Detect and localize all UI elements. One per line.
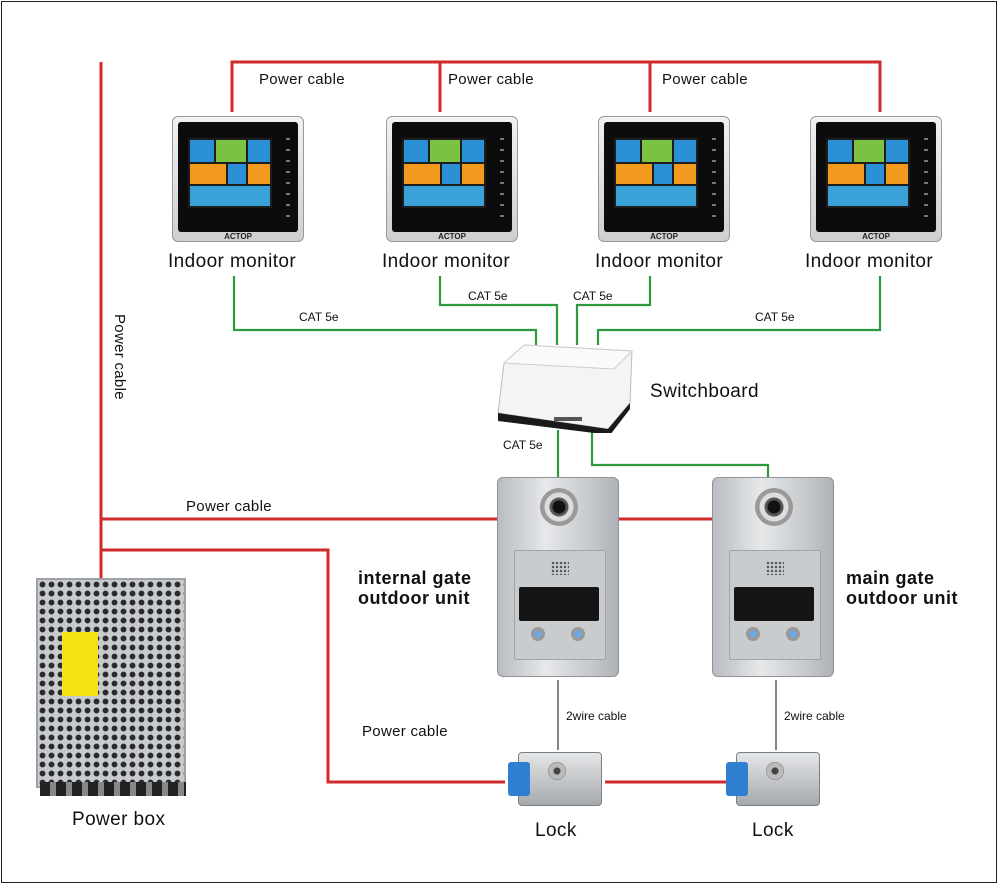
cat5e-label-1: CAT 5e	[299, 310, 339, 324]
cat5e-label-3: CAT 5e	[573, 289, 613, 303]
monitor-screen	[188, 138, 272, 208]
card-reader	[519, 587, 599, 621]
cat5e-label-5: CAT 5e	[503, 438, 543, 452]
cat5e-label-4: CAT 5e	[755, 310, 795, 324]
lock-label-2: Lock	[752, 820, 794, 841]
monitor-screen	[402, 138, 486, 208]
indoor-monitor-label-2: Indoor monitor	[382, 251, 511, 272]
cat-wire-1	[232, 276, 538, 345]
cat-wire-main	[590, 430, 770, 477]
two-wire-label-1: 2wire cable	[566, 709, 627, 723]
cat-wire-3	[575, 276, 652, 345]
indoor-monitor-4: ACTOP	[810, 116, 942, 246]
main-gate-label: main gate outdoor unit	[846, 568, 958, 608]
power-cable-label-2: Power cable	[448, 71, 534, 88]
internal-gate-label-line1: internal gate	[358, 568, 472, 588]
main-gate-label-line1: main gate	[846, 568, 935, 588]
power-wire-top	[230, 60, 882, 112]
internal-gate-label-line2: outdoor unit	[358, 588, 470, 608]
card-reader	[734, 587, 814, 621]
indoor-monitor-2: ACTOP	[386, 116, 518, 246]
lock-device-1	[508, 752, 604, 806]
cat-wires	[232, 276, 882, 477]
brand-label: ACTOP	[224, 232, 252, 241]
cat-wire-4	[596, 276, 882, 345]
power-wire-lock	[101, 548, 505, 784]
indoor-monitor-1: ACTOP	[172, 116, 304, 246]
main-gate-label-line2: outdoor unit	[846, 588, 958, 608]
indoor-monitor-label-3: Indoor monitor	[595, 251, 724, 272]
two-wire-label-2: 2wire cable	[784, 709, 845, 723]
cat-wire-2	[438, 276, 559, 345]
intercom-panel	[729, 550, 821, 660]
indoor-monitor-label-4: Indoor monitor	[805, 251, 934, 272]
power-box-device	[36, 578, 188, 800]
power-cable-label-lock: Power cable	[362, 723, 448, 740]
power-box-label: Power box	[72, 809, 166, 830]
internal-gate-outdoor-unit	[497, 477, 619, 677]
lock-device-2	[726, 752, 822, 806]
intercom-panel	[514, 550, 606, 660]
monitor-screen	[826, 138, 910, 208]
main-gate-outdoor-unit	[712, 477, 834, 677]
cat5e-label-2: CAT 5e	[468, 289, 508, 303]
camera-lens	[755, 488, 793, 526]
two-wire-lines	[557, 680, 777, 750]
camera-lens	[540, 488, 578, 526]
power-cable-label-3: Power cable	[662, 71, 748, 88]
power-cable-label-vertical: Power cable	[111, 314, 128, 400]
lock-label-1: Lock	[535, 820, 577, 841]
switchboard-device	[497, 344, 634, 433]
brand-label: ACTOP	[438, 232, 466, 241]
power-cable-label-1: Power cable	[259, 71, 345, 88]
indoor-monitor-3: ACTOP	[598, 116, 730, 246]
brand-label: ACTOP	[650, 232, 678, 241]
indoor-monitor-label-1: Indoor monitor	[168, 251, 297, 272]
power-cable-label-outdoor: Power cable	[186, 498, 272, 515]
switchboard-label: Switchboard	[650, 381, 759, 402]
internal-gate-label: internal gate outdoor unit	[358, 568, 472, 608]
brand-label: ACTOP	[862, 232, 890, 241]
monitor-screen	[614, 138, 698, 208]
